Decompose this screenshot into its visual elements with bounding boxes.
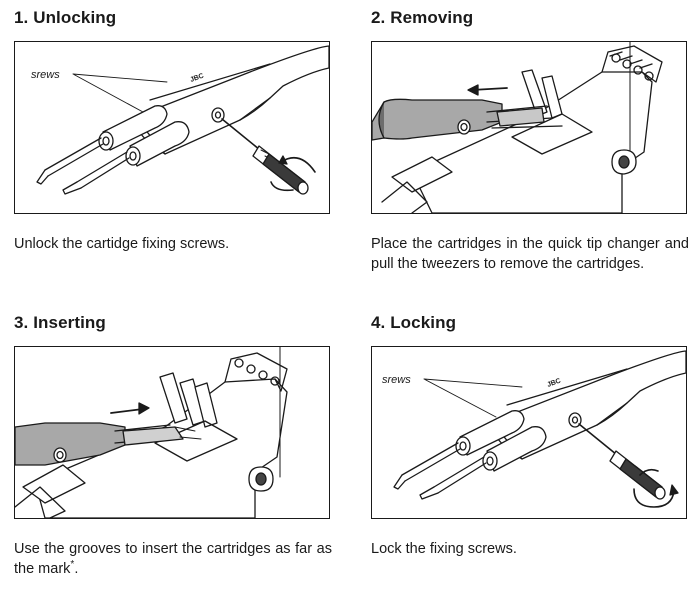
illustration-unlocking: srews JBC	[14, 41, 330, 214]
cartridge-upper	[36, 105, 168, 185]
step-title: 3. Inserting	[14, 313, 106, 332]
tip-changer-holder	[381, 42, 663, 213]
cartridge-lower	[62, 121, 190, 195]
step-title: 1. Unlocking	[14, 8, 117, 27]
screws-callout: srews	[31, 69, 60, 81]
tip-changer-holder	[15, 347, 288, 518]
step-title: 2. Removing	[371, 8, 474, 27]
tweezers-body	[372, 98, 563, 141]
illustration-removing	[371, 41, 687, 214]
step-title: 4. Locking	[371, 313, 457, 332]
caption-mark: *	[70, 559, 75, 571]
insert-arrow	[110, 408, 144, 414]
illustration-inserting	[14, 346, 330, 519]
illustration-locking: srews JBC	[371, 346, 687, 519]
cartridge-lower	[419, 426, 547, 500]
caption-end: .	[74, 561, 79, 577]
cartridge-upper	[393, 410, 525, 490]
step-caption: Unlock the cartidge fixing screws.	[14, 236, 230, 252]
rotate-arrow	[633, 488, 675, 508]
step-caption: Use the grooves to insert the cartridges…	[14, 539, 332, 579]
brand-logo: JBC	[546, 378, 562, 389]
tweezers-body	[15, 422, 202, 466]
brand-logo: JBC	[189, 73, 205, 84]
screws-callout: srews	[382, 374, 411, 386]
screwdriver	[578, 423, 666, 500]
screwdriver	[221, 118, 309, 195]
step-caption: Place the cartridges in the quick tip ch…	[371, 236, 689, 272]
caption-text: Use the grooves to insert the cartridges…	[14, 541, 332, 577]
step-caption: Lock the fixing screws.	[371, 541, 517, 557]
